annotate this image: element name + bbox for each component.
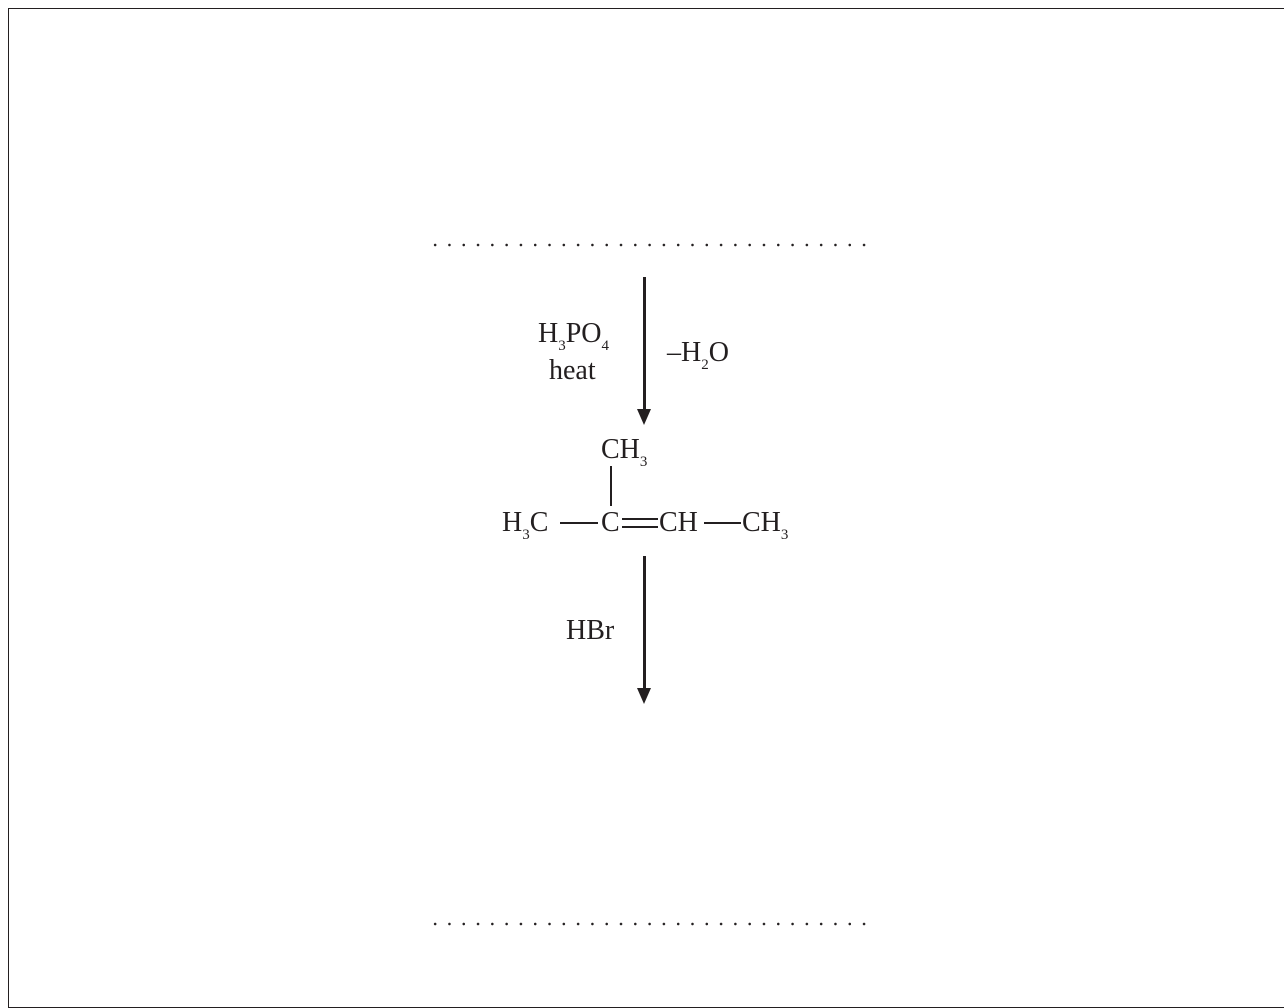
methyl-group-top: CH3 (601, 434, 648, 470)
bond-vertical (610, 466, 612, 506)
carbon-center: C (601, 507, 620, 538)
bond-double-top (622, 518, 658, 520)
page-frame (8, 8, 1284, 1008)
reaction-arrow-hbr (637, 556, 651, 704)
answer-line-bottom (428, 922, 872, 926)
arrowhead (637, 688, 651, 704)
answer-line-top (428, 243, 872, 247)
arrowhead (637, 409, 651, 425)
reaction-arrow-dehydration (637, 277, 651, 425)
carbon-ch: CH (659, 507, 698, 538)
methyl-group-right: CH3 (742, 507, 789, 543)
methyl-group-left: H3C (502, 507, 549, 543)
reagent-hbr: HBr (566, 615, 615, 646)
bond-single-left (560, 522, 598, 524)
reagent-h3po4: H3PO4 (538, 318, 610, 354)
byproduct-water: –H2O (667, 337, 729, 373)
bond-single-right (704, 522, 741, 524)
condition-heat: heat (549, 355, 596, 386)
bond-double-bottom (622, 526, 658, 528)
